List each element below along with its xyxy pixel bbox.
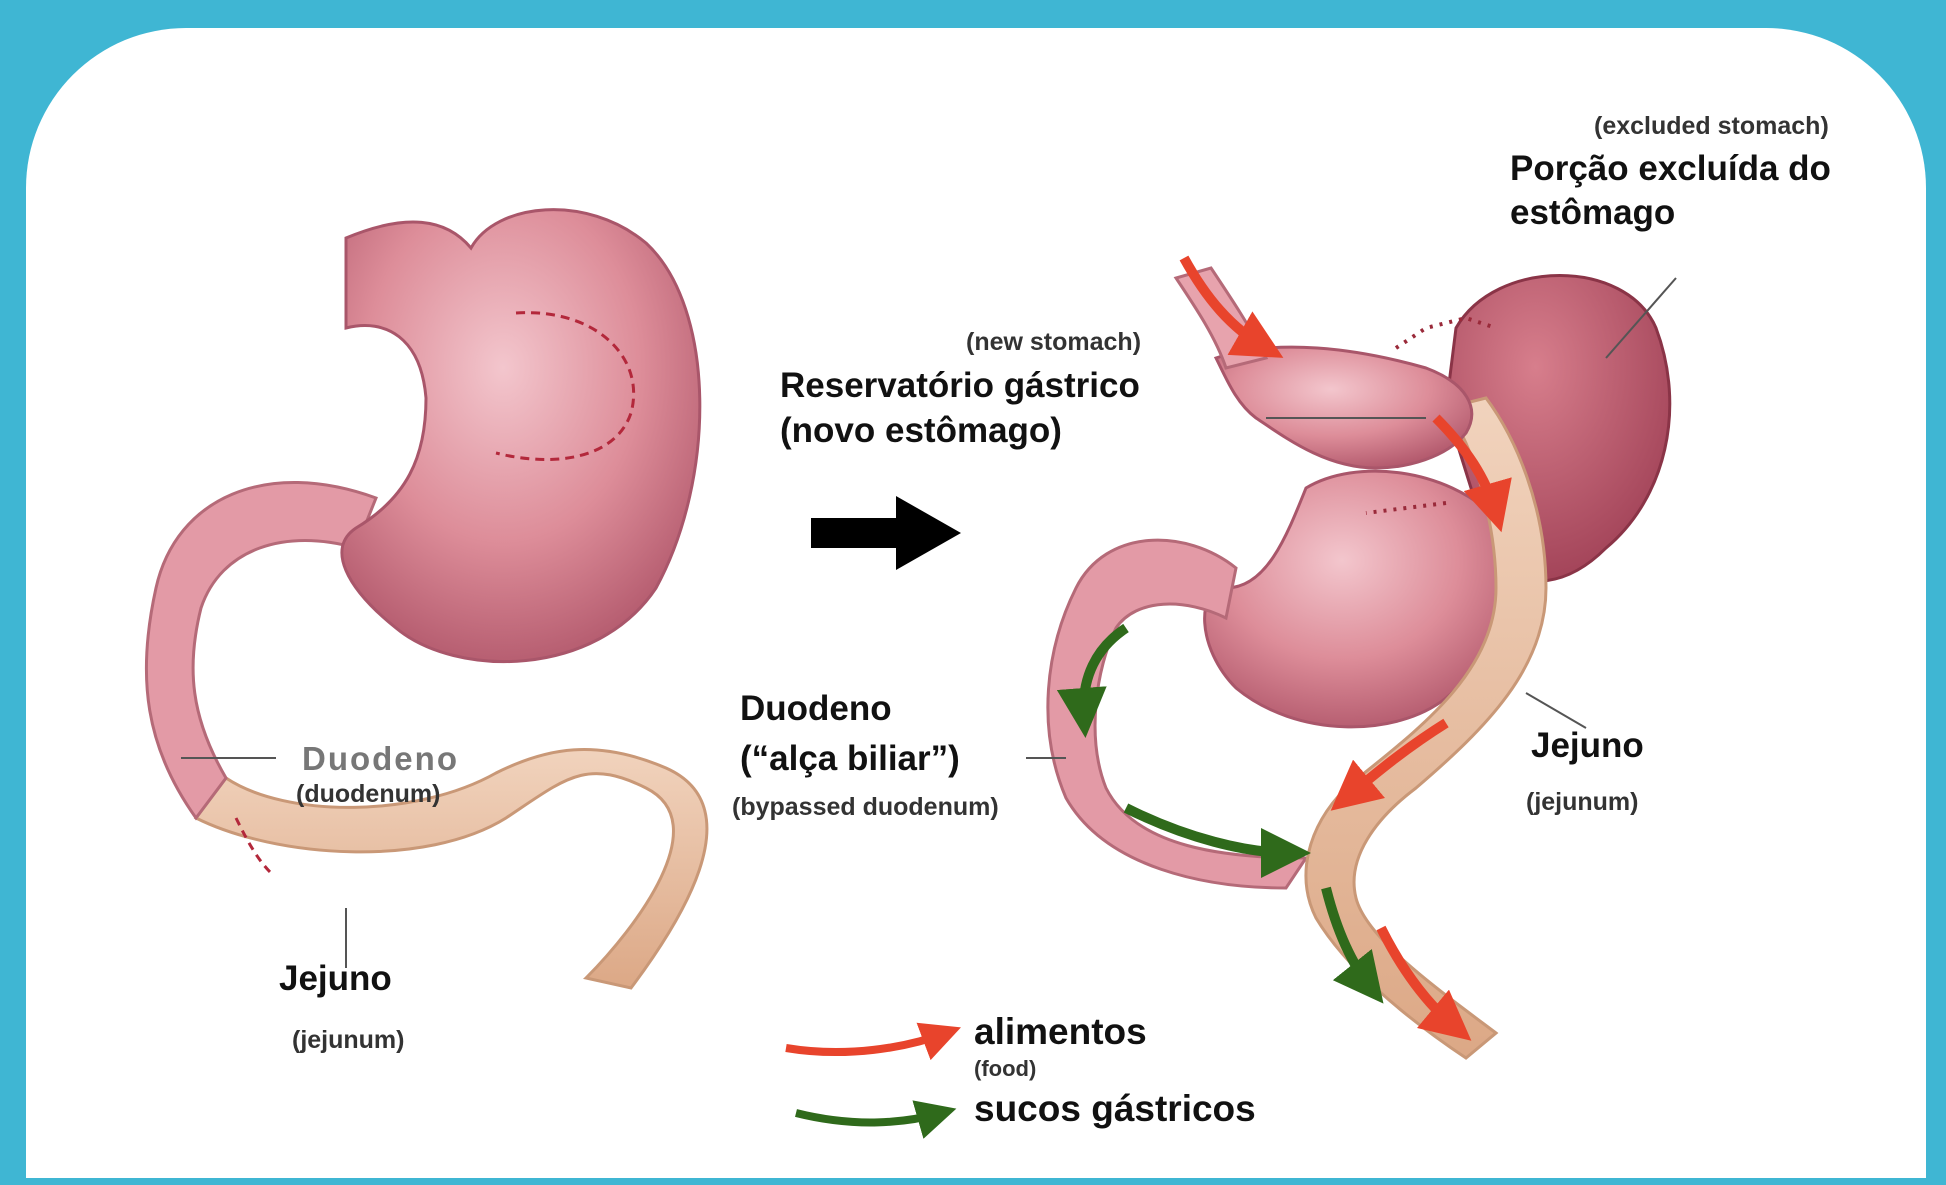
leader-jejuno-right: [1526, 693, 1586, 728]
label-jejunum-en-right: (jejunum): [1526, 788, 1639, 817]
legend-food-en-label: (food): [974, 1056, 1036, 1082]
label-duodeno-right-1: Duodeno: [740, 688, 892, 730]
label-duodenum-en-left: (duodenum): [296, 780, 440, 809]
label-bypassed-duodenum-en: (bypassed duodenum): [732, 793, 999, 822]
label-new-stomach-en: (new stomach): [966, 328, 1141, 357]
label-jejunum-en-left: (jejunum): [292, 1026, 405, 1055]
stomach-left: [342, 210, 700, 662]
legend: [786, 1033, 946, 1122]
label-duodeno-left: Duodeno: [302, 740, 459, 778]
legend-food-label: alimentos: [974, 1011, 1147, 1053]
label-excluded-pt-1: Porção excluída do: [1510, 148, 1831, 190]
diagram-panel: Duodeno (duodenum) Jejuno (jejunum) (exc…: [26, 28, 1926, 1178]
normal-stomach: [146, 210, 707, 988]
gastric-juice-arrow-icon: [796, 1113, 941, 1122]
legend-juices-label: sucos gástricos: [974, 1088, 1256, 1130]
jejunum-left: [196, 749, 707, 988]
label-excluded-en: (excluded stomach): [1594, 112, 1829, 141]
transition-arrow-icon: [811, 496, 961, 570]
label-jejuno-right: Jejuno: [1531, 725, 1644, 767]
label-duodeno-right-2: (“alça biliar”): [740, 738, 960, 780]
label-new-stomach-pt-1: Reservatório gástrico: [780, 365, 1140, 407]
food-arrow-icon: [786, 1033, 946, 1052]
label-new-stomach-pt-2: (novo estômago): [780, 410, 1062, 452]
gastric-pouch: [1216, 347, 1472, 468]
label-excluded-pt-2: estômago: [1510, 192, 1675, 234]
label-jejuno-left: Jejuno: [279, 958, 392, 1000]
